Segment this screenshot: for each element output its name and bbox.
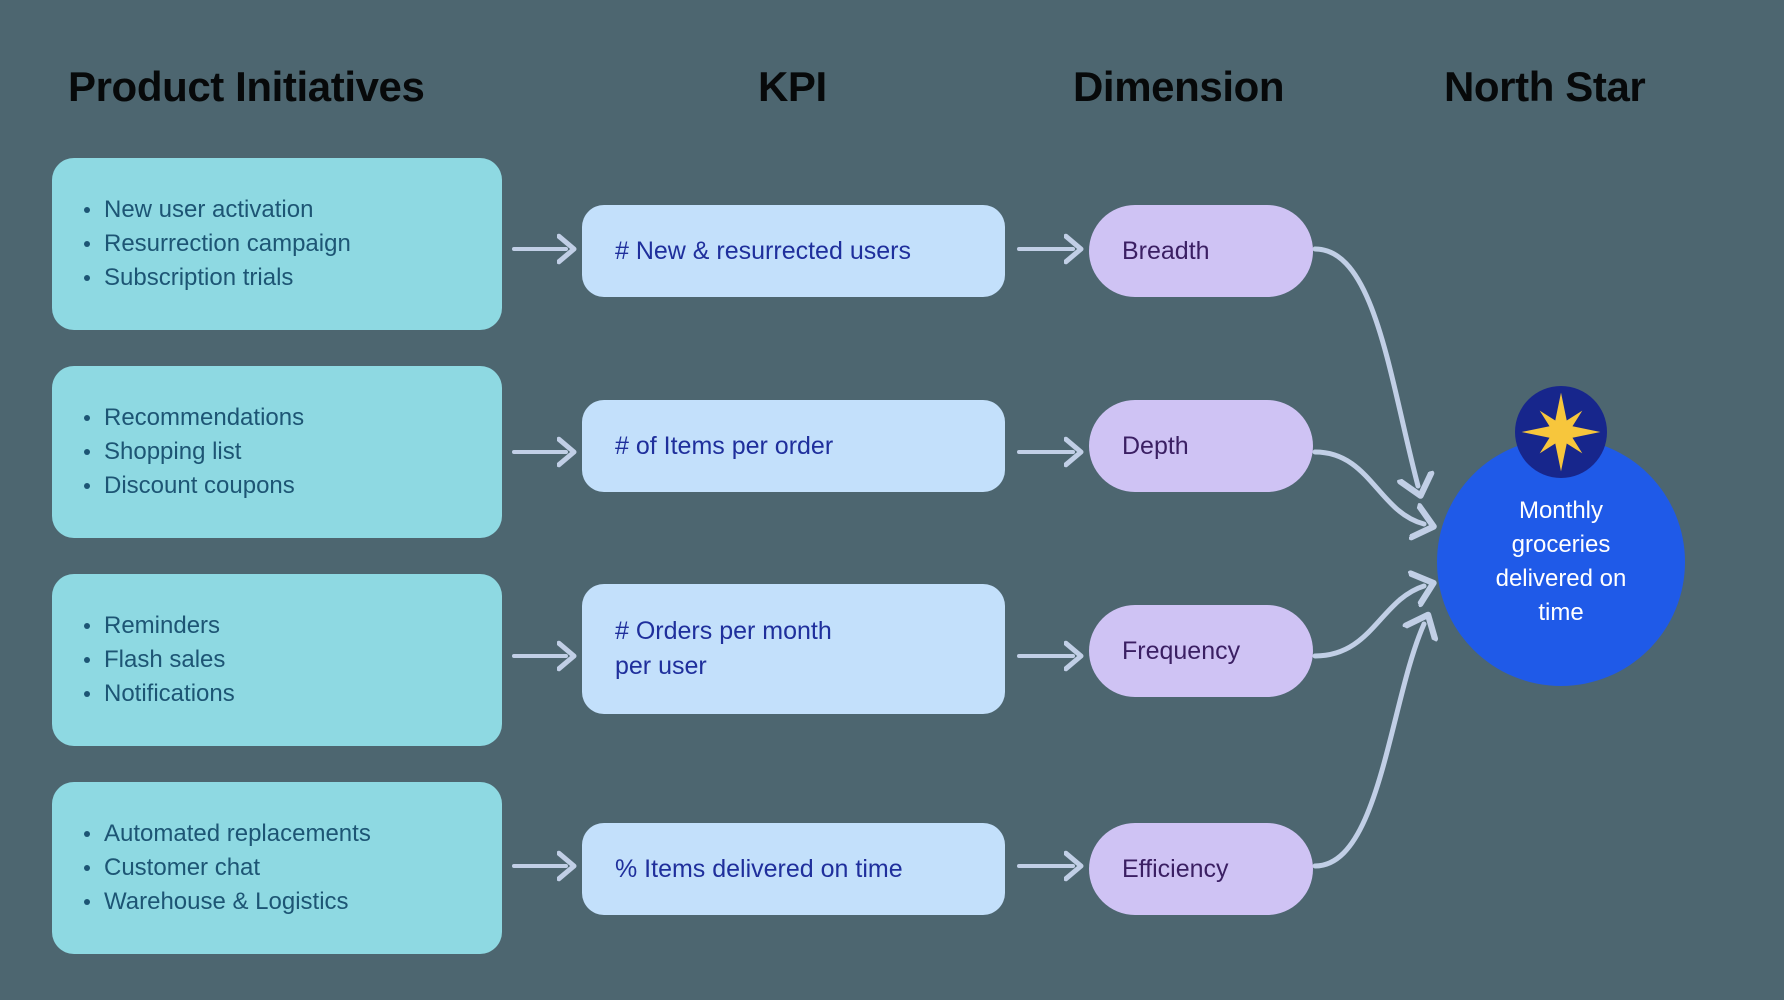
curve-efficiency-to-north-star — [1312, 624, 1424, 869]
initiative-list: New user activation Resurrection campaig… — [52, 193, 502, 295]
kpi-label: # New & resurrected users — [615, 236, 911, 265]
list-item-label: Discount coupons — [104, 472, 295, 499]
list-item-label: Resurrection campaign — [104, 230, 351, 257]
list-item-label: Reminders — [104, 612, 221, 639]
list-item: Reminders — [52, 609, 502, 643]
list-item-label: Flash sales — [104, 646, 226, 673]
initiative-list: Automated replacements Customer chat War… — [52, 817, 502, 919]
list-item: Resurrection campaign — [52, 227, 502, 261]
bullet-icon — [84, 831, 90, 837]
column-header-dimension: Dimension — [1073, 63, 1285, 110]
list-item-label: Recommendations — [104, 404, 305, 431]
north-star-circle[interactable]: Monthly groceries delivered on time — [1437, 438, 1685, 686]
bullet-icon — [84, 657, 90, 663]
list-item-label: Automated replacements — [104, 820, 371, 847]
curve-breadth-to-north-star — [1312, 246, 1418, 486]
dimension-pill[interactable]: Frequency — [1089, 605, 1313, 697]
list-item: Warehouse & Logistics — [52, 885, 502, 919]
list-item-label: Customer chat — [104, 854, 261, 881]
list-item: Shopping list — [52, 435, 502, 469]
initiative-list: Reminders Flash sales Notifications — [52, 609, 502, 711]
list-item-label: Shopping list — [104, 438, 242, 465]
kpi-card[interactable]: # New & resurrected users — [582, 205, 1005, 297]
column-header-product-initiatives: Product Initiatives — [68, 63, 425, 110]
dimension-label: Breadth — [1122, 236, 1210, 265]
kpi-label: # of Items per order — [615, 431, 834, 460]
north-star-badge — [1515, 386, 1607, 478]
list-item-label: Warehouse & Logistics — [104, 888, 349, 915]
list-item: Automated replacements — [52, 817, 502, 851]
north-star-label: Monthly groceries delivered on time — [1495, 497, 1627, 626]
dimension-pill[interactable]: Efficiency — [1089, 823, 1313, 915]
initiative-card[interactable]: Recommendations Shopping list Discount c… — [52, 366, 502, 538]
curve-depth-to-north-star — [1312, 449, 1424, 524]
kpi-card[interactable]: % Items delivered on time — [582, 823, 1005, 915]
dimension-label: Depth — [1122, 431, 1189, 460]
curve-frequency-to-north-star — [1312, 586, 1424, 659]
bullet-icon — [84, 241, 90, 247]
list-item-label: Notifications — [104, 680, 235, 707]
list-item: Subscription trials — [52, 261, 502, 295]
dimension-pill[interactable]: Depth — [1089, 400, 1313, 492]
list-item-label: Subscription trials — [104, 264, 294, 291]
kpi-card[interactable]: # of Items per order — [582, 400, 1005, 492]
eight-point-star-icon — [1521, 392, 1601, 472]
dimension-label: Frequency — [1122, 636, 1241, 665]
column-header-kpi: KPI — [758, 63, 827, 110]
list-item: New user activation — [52, 193, 502, 227]
list-item: Customer chat — [52, 851, 502, 885]
bullet-icon — [84, 275, 90, 281]
bullet-icon — [84, 415, 90, 421]
bullet-icon — [84, 483, 90, 489]
initiative-list: Recommendations Shopping list Discount c… — [52, 401, 502, 503]
list-item-label: New user activation — [104, 196, 314, 223]
bullet-icon — [84, 899, 90, 905]
kpi-label: # Orders per month per user — [615, 617, 832, 680]
dimension-pill[interactable]: Breadth — [1089, 205, 1313, 297]
bullet-icon — [84, 865, 90, 871]
kpi-card[interactable]: # Orders per month per user — [582, 584, 1005, 714]
column-header-north-star: North Star — [1444, 63, 1646, 110]
north-star-group[interactable]: Monthly groceries delivered on time — [1437, 386, 1685, 686]
initiative-card[interactable]: Reminders Flash sales Notifications — [52, 574, 502, 746]
bullet-icon — [84, 691, 90, 697]
bullet-icon — [84, 207, 90, 213]
list-item: Discount coupons — [52, 469, 502, 503]
list-item: Flash sales — [52, 643, 502, 677]
initiative-card[interactable]: New user activation Resurrection campaig… — [52, 158, 502, 330]
list-item: Notifications — [52, 677, 502, 711]
bullet-icon — [84, 623, 90, 629]
kpi-label: % Items delivered on time — [615, 854, 903, 883]
dimension-label: Efficiency — [1122, 854, 1229, 883]
list-item: Recommendations — [52, 401, 502, 435]
initiative-card[interactable]: Automated replacements Customer chat War… — [52, 782, 502, 954]
bullet-icon — [84, 449, 90, 455]
